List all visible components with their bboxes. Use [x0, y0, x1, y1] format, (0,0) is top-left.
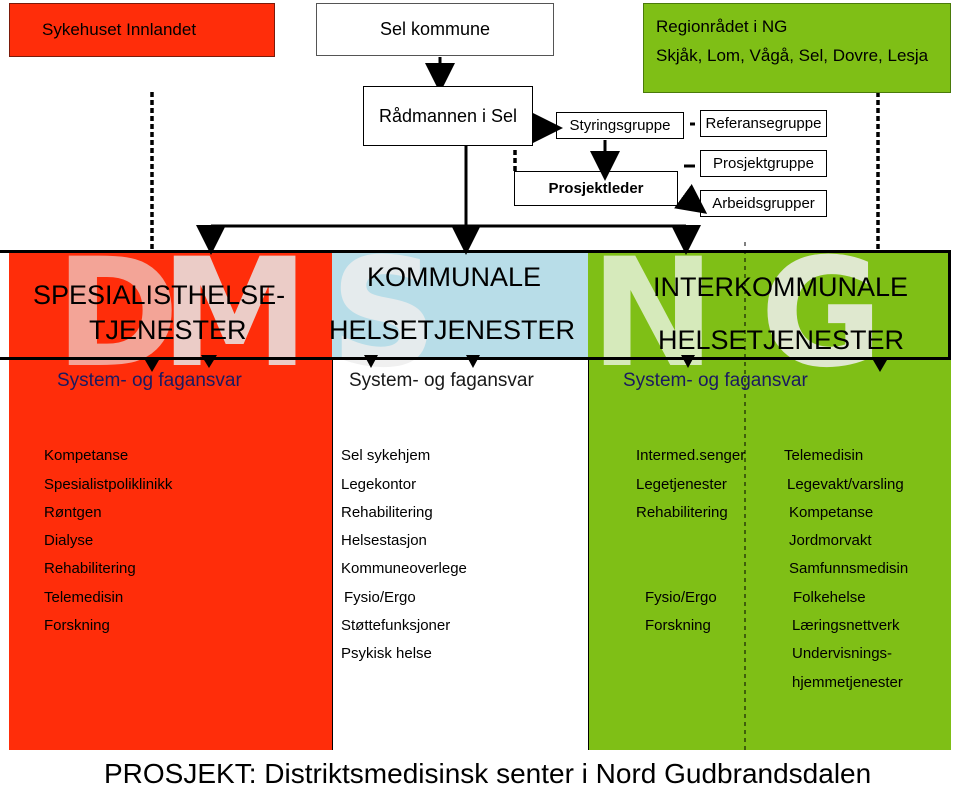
regionradet-title: Regionrådet i NG [656, 17, 788, 36]
spesialist-column [9, 252, 332, 750]
referansegruppe-box: Referansegruppe [700, 110, 827, 137]
svg-text:S: S [330, 245, 438, 370]
kommunale-column [332, 360, 588, 750]
spesialist-subtitle: System- og fagansvar [57, 370, 242, 391]
sel-kommune-box: Sel kommune [316, 3, 554, 56]
column-divider [588, 360, 589, 750]
list-item: Intermed.senger [636, 447, 746, 464]
list-item: Telemedisin [44, 589, 124, 606]
list-item: Dialyse [44, 532, 94, 549]
list-item: Forskning [645, 617, 711, 634]
list-item: Legevakt/varsling [787, 476, 904, 493]
regionradet-members: Skjåk, Lom, Vågå, Sel, Dovre, Lesja [656, 46, 929, 65]
regionradet-box: Regionrådet i NG Skjåk, Lom, Vågå, Sel, … [643, 3, 951, 93]
styringsgruppe-box: Styringsgruppe [556, 112, 684, 139]
spesialist-title-line1: SPESIALISTHELSE- [33, 280, 286, 310]
list-item: Folkehelse [793, 589, 866, 606]
list-item: Rehabilitering [636, 504, 728, 521]
svg-text:G: G [760, 245, 883, 370]
list-item: Kompetanse [789, 504, 874, 521]
list-item: Legetjenester [636, 476, 727, 493]
radmann-box: Rådmannen i Sel [363, 86, 533, 146]
arbeidsgrupper-box: Arbeidsgrupper [700, 190, 827, 217]
list-item: Læringsnettverk [792, 617, 900, 634]
column-divider [332, 360, 333, 750]
sykehuset-innlandet-box: Sykehuset Innlandet [9, 3, 275, 57]
kommunale-title-line1: KOMMUNALE [367, 262, 542, 292]
kommunale-title-line2: HELSETJENESTER [329, 315, 576, 345]
list-item: hjemmetjenester [792, 674, 903, 691]
list-item: Telemedisin [784, 447, 864, 464]
list-item: Fysio/Ergo [344, 589, 416, 606]
spesialist-title-line2: TJENESTER [89, 315, 247, 345]
svg-text:N: N [590, 245, 716, 370]
interkommunale-subtitle: System- og fagansvar [623, 370, 808, 391]
list-item: Jordmorvakt [789, 532, 872, 549]
list-item: Legekontor [341, 476, 417, 493]
interkommunale-column [588, 252, 951, 750]
list-item: Røntgen [44, 504, 102, 521]
list-item: Samfunnsmedisin [789, 560, 909, 577]
list-item: Rehabilitering [44, 560, 136, 577]
kommunale-header-panel [332, 252, 588, 360]
list-item: Helsestasjon [341, 532, 427, 549]
prosjektleder-box: Prosjektleder [514, 171, 678, 206]
list-item: Kompetanse [44, 447, 129, 464]
list-item: Forskning [44, 617, 110, 634]
list-item: Spesialistpoliklinikk [44, 476, 173, 493]
list-item: Fysio/Ergo [645, 589, 717, 606]
svg-text:D: D [55, 245, 180, 370]
footer-title: PROSJEKT: Distriktsmedisinsk senter i No… [104, 758, 872, 789]
interkommunale-title-line1: INTERKOMMUNALE [653, 272, 909, 302]
list-item: Sel sykehjem [341, 447, 431, 464]
kommunale-subtitle: System- og fagansvar [349, 370, 534, 391]
interkommunale-title-line2: HELSETJENESTER [658, 325, 905, 355]
list-item: Psykisk helse [341, 645, 432, 662]
list-item: Rehabilitering [341, 504, 433, 521]
list-item: Undervisnings- [792, 645, 893, 662]
prosjektgruppe-box: Prosjektgruppe [700, 150, 827, 177]
list-item: Kommuneoverlege [341, 560, 467, 577]
list-item: Støttefunksjoner [341, 617, 451, 634]
svg-text:M: M [160, 245, 309, 370]
dmsng-watermark: D M S N G [55, 245, 883, 370]
